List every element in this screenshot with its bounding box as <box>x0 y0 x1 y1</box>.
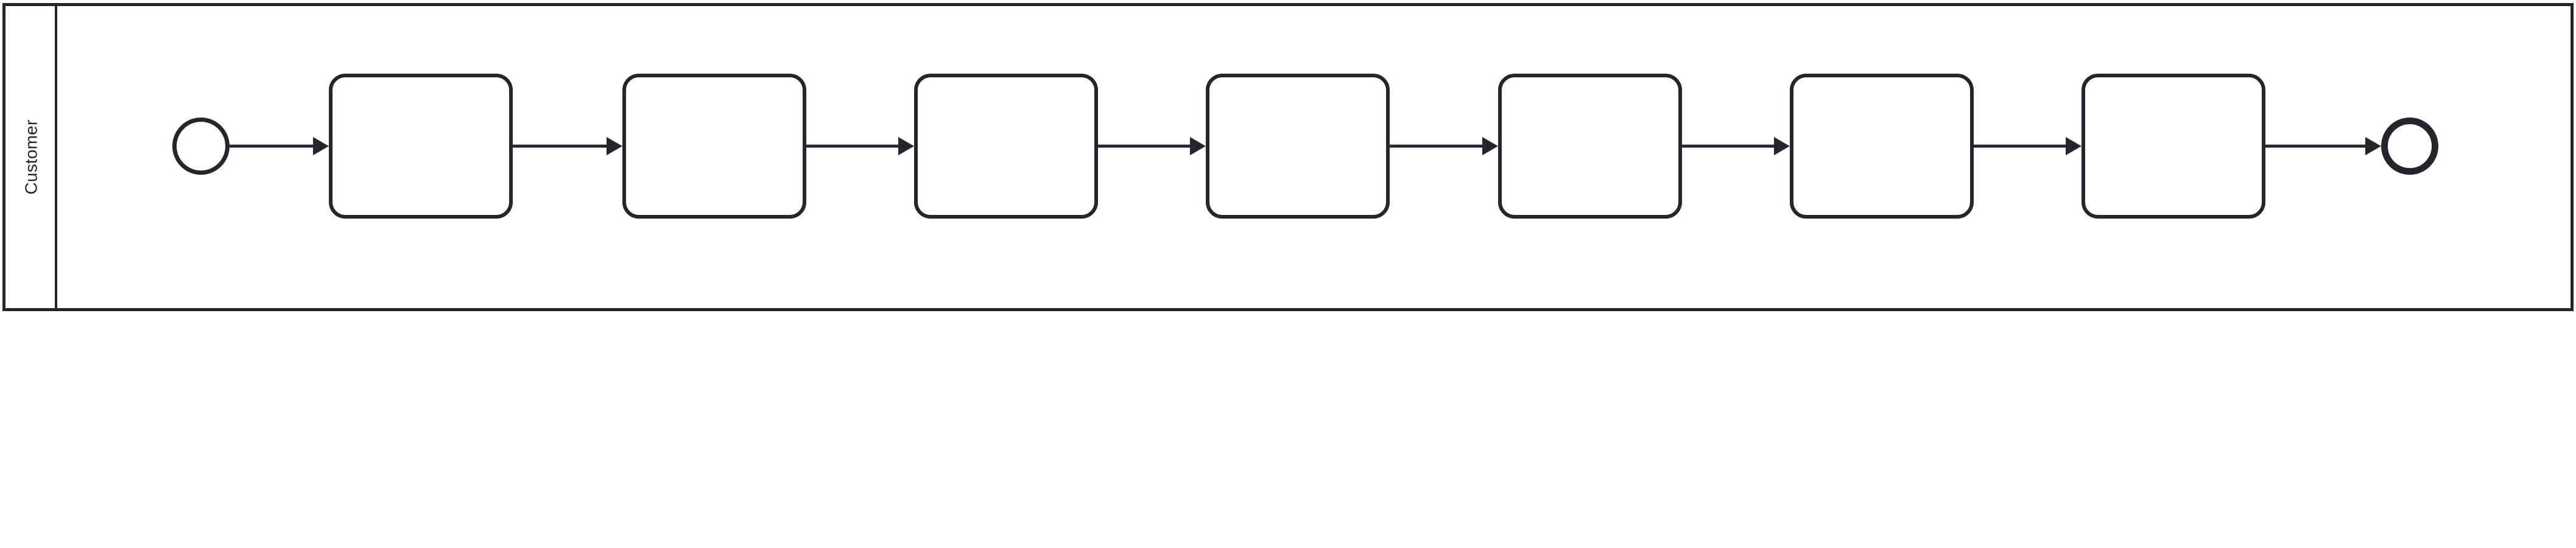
task-4[interactable] <box>1206 74 1390 219</box>
task-shape <box>914 74 1098 219</box>
flow-task-2-to-task-3[interactable] <box>806 137 914 155</box>
flow-task-5-to-task-6[interactable] <box>1682 137 1790 155</box>
sequence-flows-group <box>230 137 2381 155</box>
flow-arrowhead-icon <box>607 137 622 155</box>
task-shape <box>2082 74 2265 219</box>
task-2[interactable] <box>622 74 806 219</box>
task-shape <box>1498 74 1682 219</box>
tasks-group <box>329 74 2265 219</box>
task-7[interactable] <box>2082 74 2265 219</box>
flow-arrowhead-icon <box>1190 137 1206 155</box>
task-shape <box>622 74 806 219</box>
flow-arrowhead-icon <box>898 137 914 155</box>
end-event-icon[interactable] <box>2381 118 2438 175</box>
lane-header[interactable]: Customer <box>22 120 41 195</box>
flow-arrowhead-icon <box>1482 137 1498 155</box>
task-6[interactable] <box>1790 74 1974 219</box>
flow-arrowhead-icon <box>1774 137 1790 155</box>
lane-header-separator <box>55 6 57 308</box>
task-shape <box>1206 74 1390 219</box>
task-1[interactable] <box>329 74 513 219</box>
start-event-icon[interactable] <box>172 118 230 175</box>
flow-start-to-task-1[interactable] <box>230 137 329 155</box>
flow-arrowhead-icon <box>2365 137 2381 155</box>
task-3[interactable] <box>914 74 1098 219</box>
flow-task-4-to-task-5[interactable] <box>1390 137 1498 155</box>
task-shape <box>329 74 513 219</box>
flow-task-6-to-task-7[interactable] <box>1974 137 2082 155</box>
lane-label-customer: Customer <box>22 120 41 195</box>
task-shape <box>1790 74 1974 219</box>
flow-arrowhead-icon <box>2066 137 2082 155</box>
flow-arrowhead-icon <box>313 137 329 155</box>
flow-task-1-to-task-2[interactable] <box>513 137 622 155</box>
task-5[interactable] <box>1498 74 1682 219</box>
flow-task-3-to-task-4[interactable] <box>1098 137 1206 155</box>
flow-task-7-to-end[interactable] <box>2265 137 2381 155</box>
